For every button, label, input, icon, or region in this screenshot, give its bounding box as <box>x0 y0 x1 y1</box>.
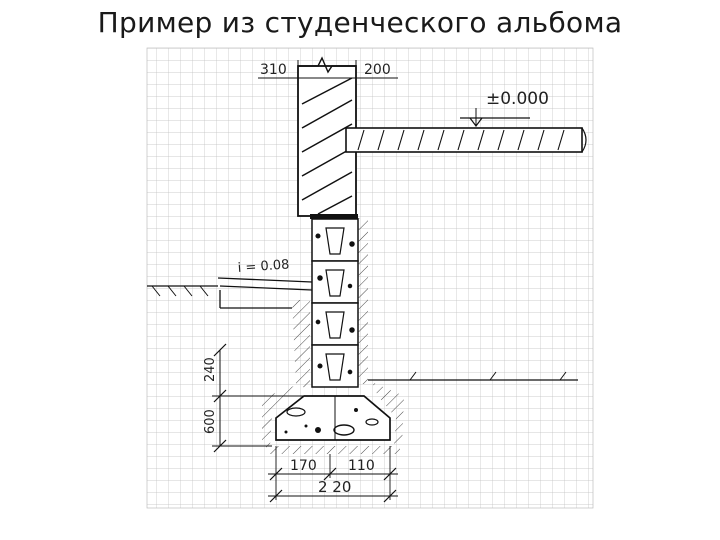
foundation-pad <box>275 395 391 441</box>
pad-left-overhang-label: 170 <box>290 458 317 474</box>
level-mark: ±0.000 <box>460 89 549 127</box>
top-dimensions: 310 200 <box>258 60 398 84</box>
ground-lines <box>147 277 578 381</box>
wall-offset-label: 200 <box>364 62 391 78</box>
pad-height-label: 600 <box>203 409 218 434</box>
vertical-dimensions: 240 600 <box>203 343 312 453</box>
foundation-blocks <box>311 218 359 388</box>
level-mark-label: ±0.000 <box>486 89 549 109</box>
bottom-dimensions: 170 110 2 20 <box>268 446 398 503</box>
soil-hatching <box>262 218 404 454</box>
wall-thickness-label: 310 <box>260 62 287 78</box>
pad-right-overhang-label: 110 <box>348 458 375 474</box>
pad-width-label: 2 20 <box>318 478 351 496</box>
slide-title: Пример из студенческого альбома <box>97 6 623 39</box>
slope-label: i = 0.08 <box>237 257 290 276</box>
waterproofing-layer <box>310 214 358 219</box>
floor-slab <box>345 127 587 153</box>
block-height-label: 240 <box>203 357 218 382</box>
